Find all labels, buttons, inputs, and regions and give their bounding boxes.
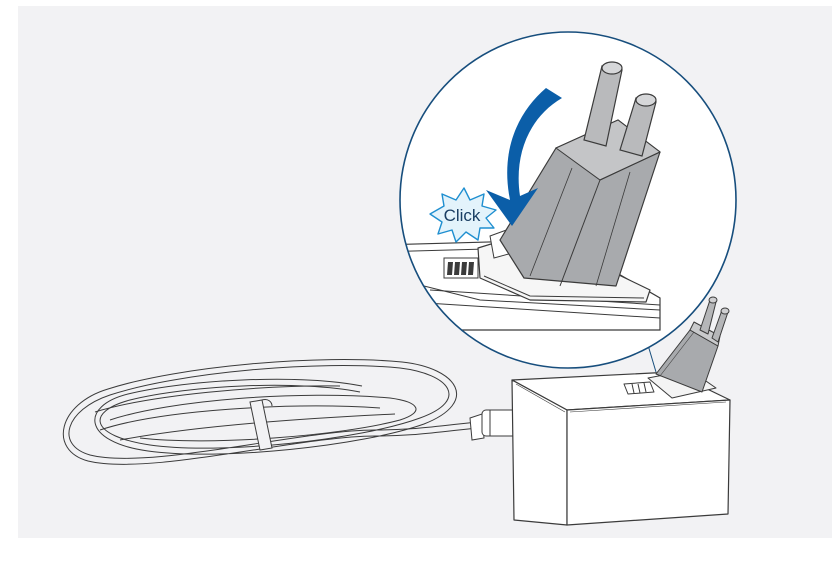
click-burst-icon: Click bbox=[429, 187, 497, 243]
adapter-plug-small bbox=[623, 296, 730, 399]
power-adapter bbox=[511, 371, 731, 526]
cable-coil bbox=[62, 359, 501, 465]
cable-tie bbox=[249, 399, 273, 451]
click-label: Click bbox=[444, 206, 481, 225]
plug-pins bbox=[583, 61, 657, 157]
grip-ridges bbox=[443, 257, 479, 279]
cable-connector bbox=[469, 409, 519, 441]
magnifier-lens bbox=[399, 31, 737, 369]
curved-arrow-icon bbox=[486, 88, 562, 226]
